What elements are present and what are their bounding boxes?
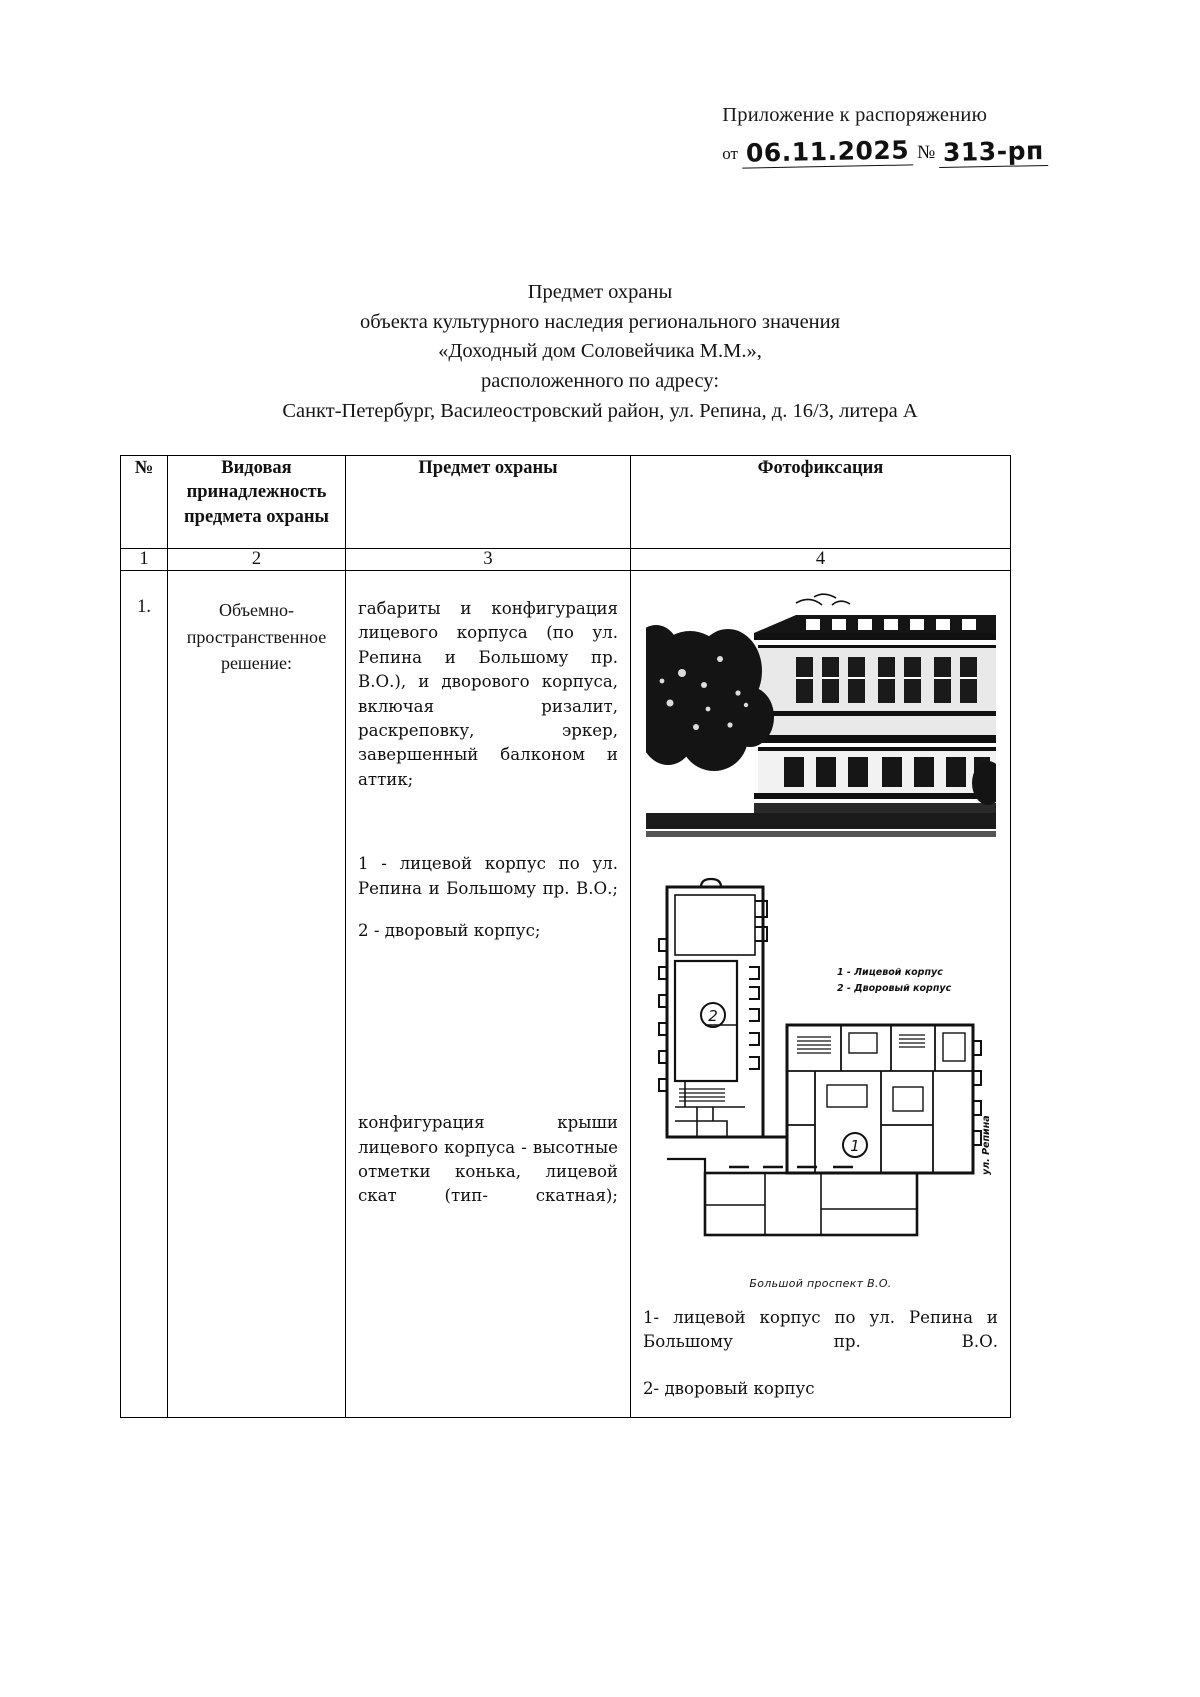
row-subject-cell: габариты и конфигурация лицевого корпуса…	[345, 569, 631, 1419]
title-line-2: объекта культурного наследия регионально…	[359, 310, 841, 333]
table-header-row: № Видовая принадлежность предмета охраны…	[120, 455, 1011, 549]
header-subject: Предмет охраны	[345, 455, 631, 549]
row-subject-text: габариты и конфигурация лицевого корпуса…	[346, 571, 630, 1227]
appendix-header: Приложение к распоряжению от 06.11.2025 …	[722, 104, 1049, 169]
plan-street-right-label: ул. Репина	[981, 1115, 992, 1175]
colnum-3: 3	[345, 548, 631, 571]
svg-text:2: 2	[708, 1007, 718, 1025]
subject-paragraph-1: габариты и конфигурация лицевого корпуса…	[358, 599, 618, 789]
subject-paragraph-3: 2 - дворовый корпус;	[358, 920, 541, 940]
colnum-1: 1	[120, 548, 168, 571]
photo-fixation-block: 2	[631, 571, 1010, 1417]
spacer	[358, 901, 618, 919]
floor-plan-drawing: 2	[644, 875, 997, 1275]
table-row: 1. Объемно-пространственное решение: габ…	[120, 569, 1011, 1419]
row-photo-cell: 2	[630, 569, 1011, 1419]
photo-note-1: 1- лицевой корпус по ул. Репина и Большо…	[643, 1308, 998, 1352]
facade-photograph	[645, 585, 996, 857]
photo-note-2: 2- дворовый корпус	[643, 1378, 815, 1398]
header-photo: Фотофиксация	[630, 455, 1011, 549]
subject-paragraph-4: конфигурация крыши лицевого корпуса - вы…	[358, 1113, 618, 1206]
title-line-5-address: Санкт-Петербург, Василеостровский район,…	[282, 399, 918, 422]
spacer	[358, 792, 618, 852]
appendix-date-line: от 06.11.2025 № 313-рп	[722, 135, 1049, 169]
colnum-4: 4	[630, 548, 1011, 571]
spacer	[358, 943, 618, 1111]
title-line-4: расположенного по адресу:	[480, 370, 720, 393]
colnum-2: 2	[167, 548, 346, 571]
title-line-3: «Доходный дом Соловейчика М.М.»,	[438, 340, 762, 363]
row-kind-text: Объемно-пространственное решение:	[186, 600, 327, 674]
table-column-number-row: 1 2 3 4	[120, 548, 1011, 571]
subject-paragraph-2: 1 - лицевой корпус по ул. Репина и Больш…	[358, 854, 618, 898]
plan-street-bottom-label: Большой проспект В.О.	[749, 1277, 892, 1290]
spacer	[643, 1355, 998, 1377]
photo-notes: 1- лицевой корпус по ул. Репина и Большо…	[643, 1306, 998, 1401]
svg-text:1: 1	[850, 1137, 860, 1155]
title-line-1: Предмет охраны	[527, 281, 673, 303]
appendix-number-value: 313-рп	[939, 136, 1049, 169]
document-title: Предмет охраны объекта культурного насле…	[0, 278, 1200, 427]
row-number-cell: 1.	[120, 569, 168, 1419]
appendix-date-prefix: от	[722, 144, 738, 164]
header-no: №	[120, 455, 168, 549]
appendix-title: Приложение к распоряжению	[722, 104, 988, 126]
row-kind-cell: Объемно-пространственное решение:	[167, 569, 346, 1419]
protection-subject-table: № Видовая принадлежность предмета охраны…	[120, 455, 1011, 1419]
appendix-number-sign: №	[917, 142, 936, 164]
plan-legend: 1 - Лицевой корпус 2 - Дворовый корпус	[837, 967, 952, 994]
row-number: 1.	[137, 597, 151, 617]
svg-text:1 - Лицевой корпус: 1 - Лицевой корпус	[837, 967, 943, 978]
svg-text:2 - Дворовый корпус: 2 - Дворовый корпус	[837, 983, 952, 994]
appendix-date-value: 06.11.2025	[741, 135, 914, 169]
header-kind: Видовая принадлежность предмета охраны	[167, 455, 346, 549]
